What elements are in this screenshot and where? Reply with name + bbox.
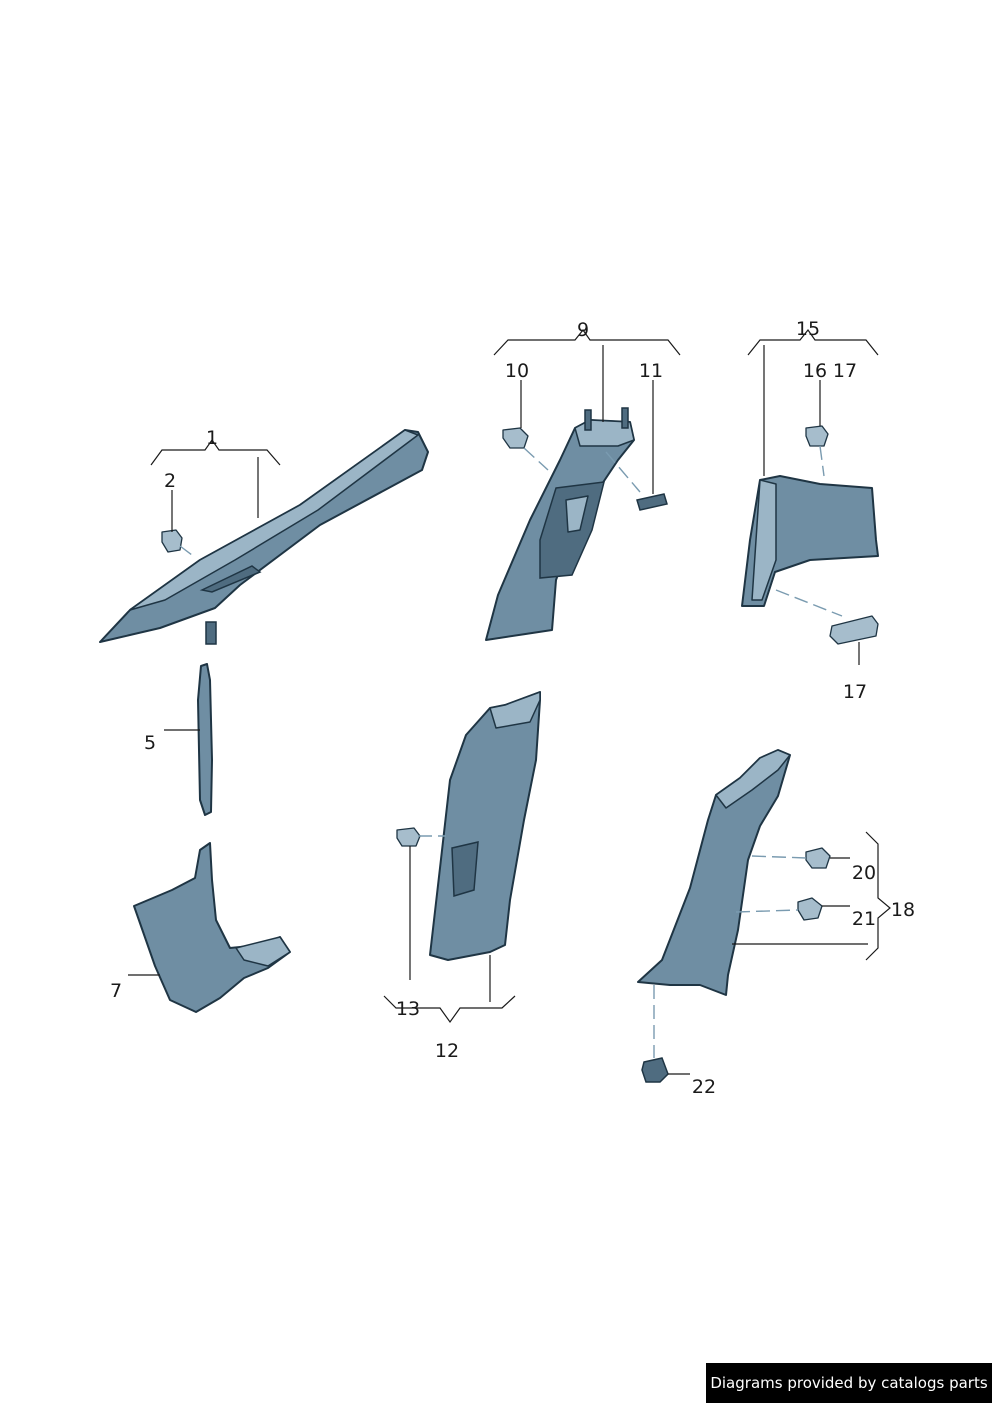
a-pillar-trim: [99, 429, 429, 645]
callout-17-bottom: 17: [843, 681, 867, 703]
callout-16: 16: [803, 360, 827, 382]
lower-pillar-trim-18: [637, 749, 791, 996]
callout-21: 21: [852, 908, 876, 930]
nut-22: [641, 1057, 669, 1083]
callout-2: 2: [164, 470, 176, 492]
clip-2: [161, 529, 183, 553]
clip-16: [805, 425, 829, 447]
callout-10: 10: [505, 360, 529, 382]
callout-12: 12: [435, 1040, 459, 1062]
b-pillar-lower-trim-12: [429, 691, 541, 961]
b-pillar-upper-trim-9: [485, 407, 635, 641]
callout-9: 9: [577, 319, 589, 341]
bracket-18: [865, 831, 891, 961]
bracket-12: [383, 995, 516, 1024]
c-pillar-trim-15: [741, 475, 879, 607]
callout-7: 7: [110, 980, 122, 1002]
callout-5: 5: [144, 732, 156, 754]
callout-1: 1: [206, 427, 218, 449]
bracket-1: [150, 438, 281, 466]
callout-15: 15: [796, 318, 820, 340]
cover-11: [636, 493, 668, 511]
clip-20: [805, 847, 831, 869]
credit-banner: Diagrams provided by catalogs parts: [706, 1363, 992, 1403]
kick-panel-7: [133, 842, 291, 1013]
callout-11: 11: [639, 360, 663, 382]
bracket-17: [829, 615, 879, 645]
bracket-15: [747, 328, 879, 356]
callout-20: 20: [852, 862, 876, 884]
clip-10: [502, 427, 529, 449]
callout-17-top: 17: [833, 360, 857, 382]
callout-18: 18: [891, 899, 915, 921]
bracket-9: [493, 328, 681, 356]
callout-22: 22: [692, 1076, 716, 1098]
clip-21: [797, 897, 823, 921]
callout-13: 13: [396, 998, 420, 1020]
seal-strip-5: [197, 663, 213, 816]
clip-13: [396, 827, 421, 847]
